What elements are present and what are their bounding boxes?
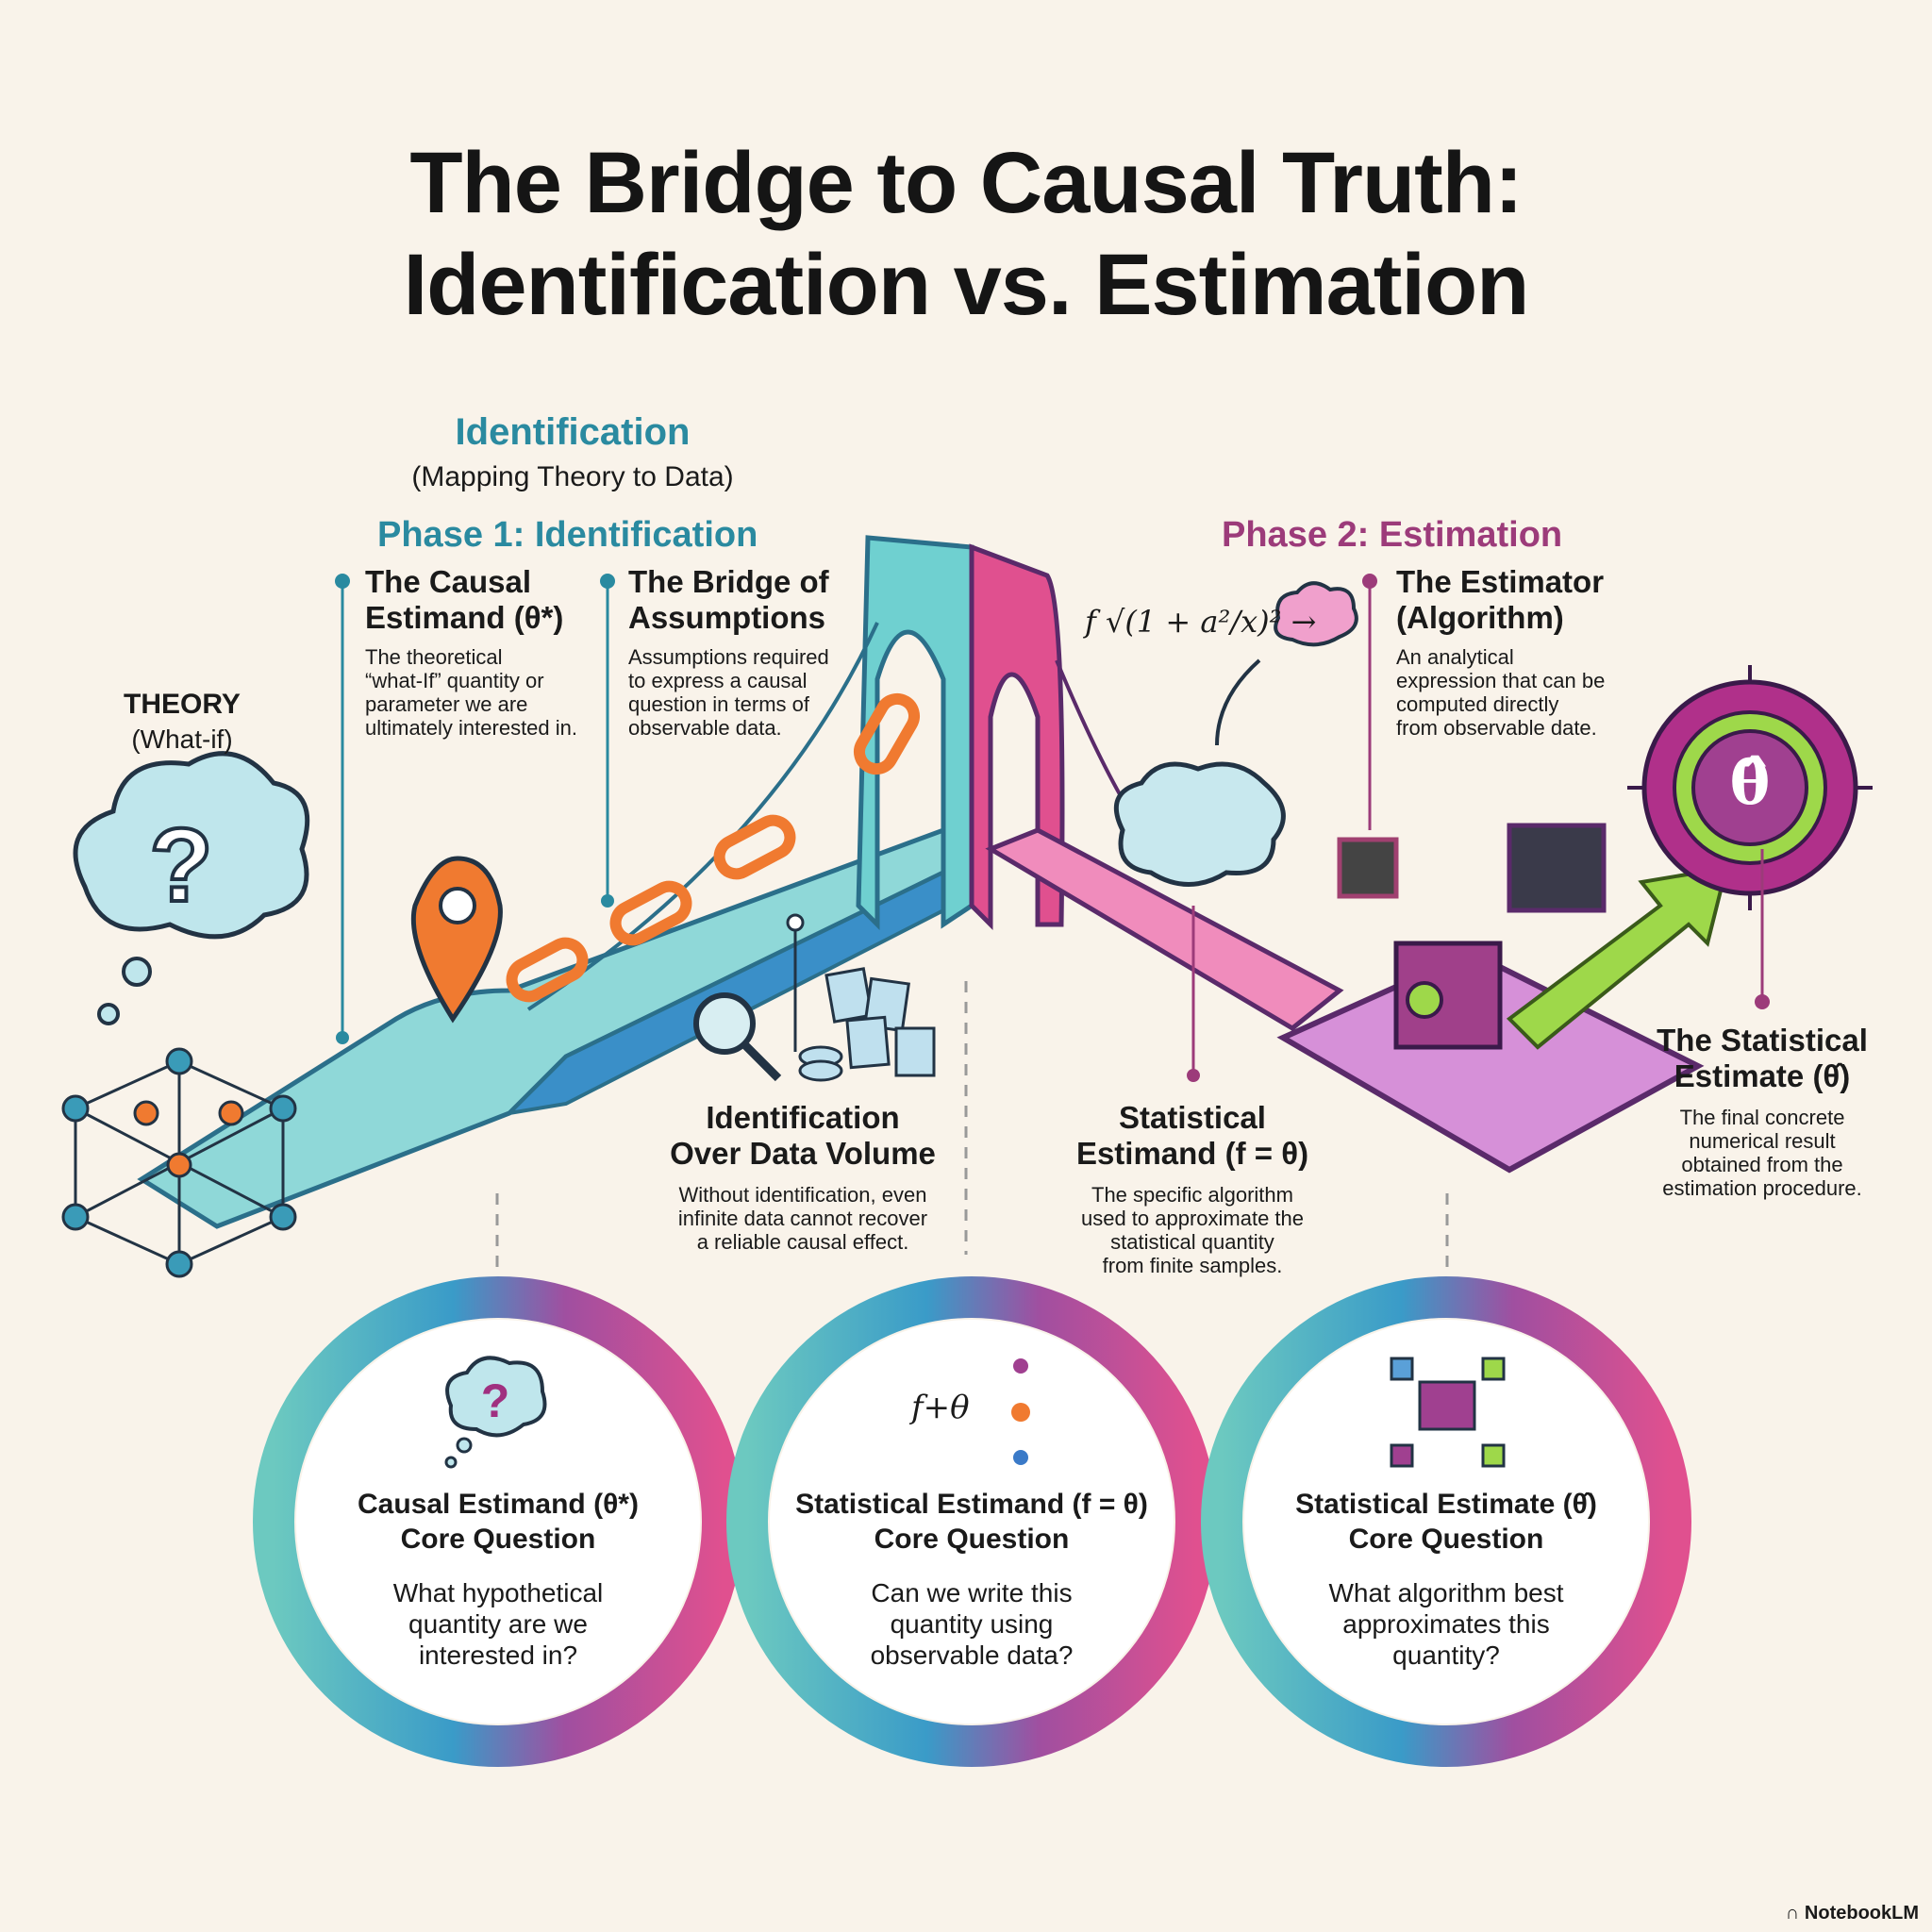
page-title: The Bridge to Causal Truth: Identificati…	[403, 135, 1530, 333]
core-question-statistical-estimand: Statistical Estimand (f = θ)Core Questio…	[795, 1489, 1148, 1670]
pink-cloud-icon	[1274, 581, 1358, 647]
identification-header: Identification (Mapping Theory to Data)	[411, 411, 734, 492]
question-cloud-icon	[445, 1356, 547, 1438]
pink-road	[985, 827, 1344, 1032]
core-question-rings	[253, 1276, 1691, 1767]
formula-graph-icon	[1011, 1358, 1030, 1465]
estimator-cube-icon	[1393, 941, 1503, 1050]
teal-road	[137, 826, 956, 1229]
circuit-icon	[1390, 1357, 1506, 1468]
code-icon	[1337, 837, 1399, 899]
target-icon	[1627, 665, 1873, 910]
formula-graph-text: f+θ	[911, 1389, 970, 1426]
notebooklm-logo-icon: ∩	[1785, 1903, 1805, 1924]
question-mark-icon: ?	[149, 808, 212, 924]
formula-text: f √(1 + a²/x)² →	[1085, 604, 1317, 640]
magnifier-icon	[693, 992, 782, 1082]
network-graph-icon	[61, 1047, 297, 1278]
theta-hat-symbol: θ̂	[1729, 748, 1771, 819]
dashed-dividers	[495, 981, 1449, 1274]
arrow-to-target-icon	[1506, 865, 1729, 1050]
core-question-causal-estimand: Causal Estimand (θ*)Core Question What h…	[358, 1489, 639, 1670]
thought-cloud-icon	[73, 751, 310, 940]
location-pin-icon	[410, 856, 503, 1024]
data-cloud-icon	[1113, 761, 1286, 887]
chain-links-icon	[506, 692, 920, 1003]
notebooklm-watermark: ∩ NotebookLM	[1785, 1903, 1919, 1924]
core-question-statistical-estimate: Statistical Estimate (θ̂)Core Question W…	[1295, 1489, 1597, 1670]
code-window-icon	[1507, 823, 1607, 913]
phase1-label: Phase 1: Identification	[377, 515, 758, 555]
pointer-lines	[341, 581, 1764, 1075]
question-mark-icon: ?	[481, 1374, 510, 1427]
document-pile-icon	[798, 967, 936, 1082]
theory-label: THEORY (What-if)	[124, 689, 241, 754]
phase2-label: Phase 2: Estimation	[1222, 515, 1563, 555]
